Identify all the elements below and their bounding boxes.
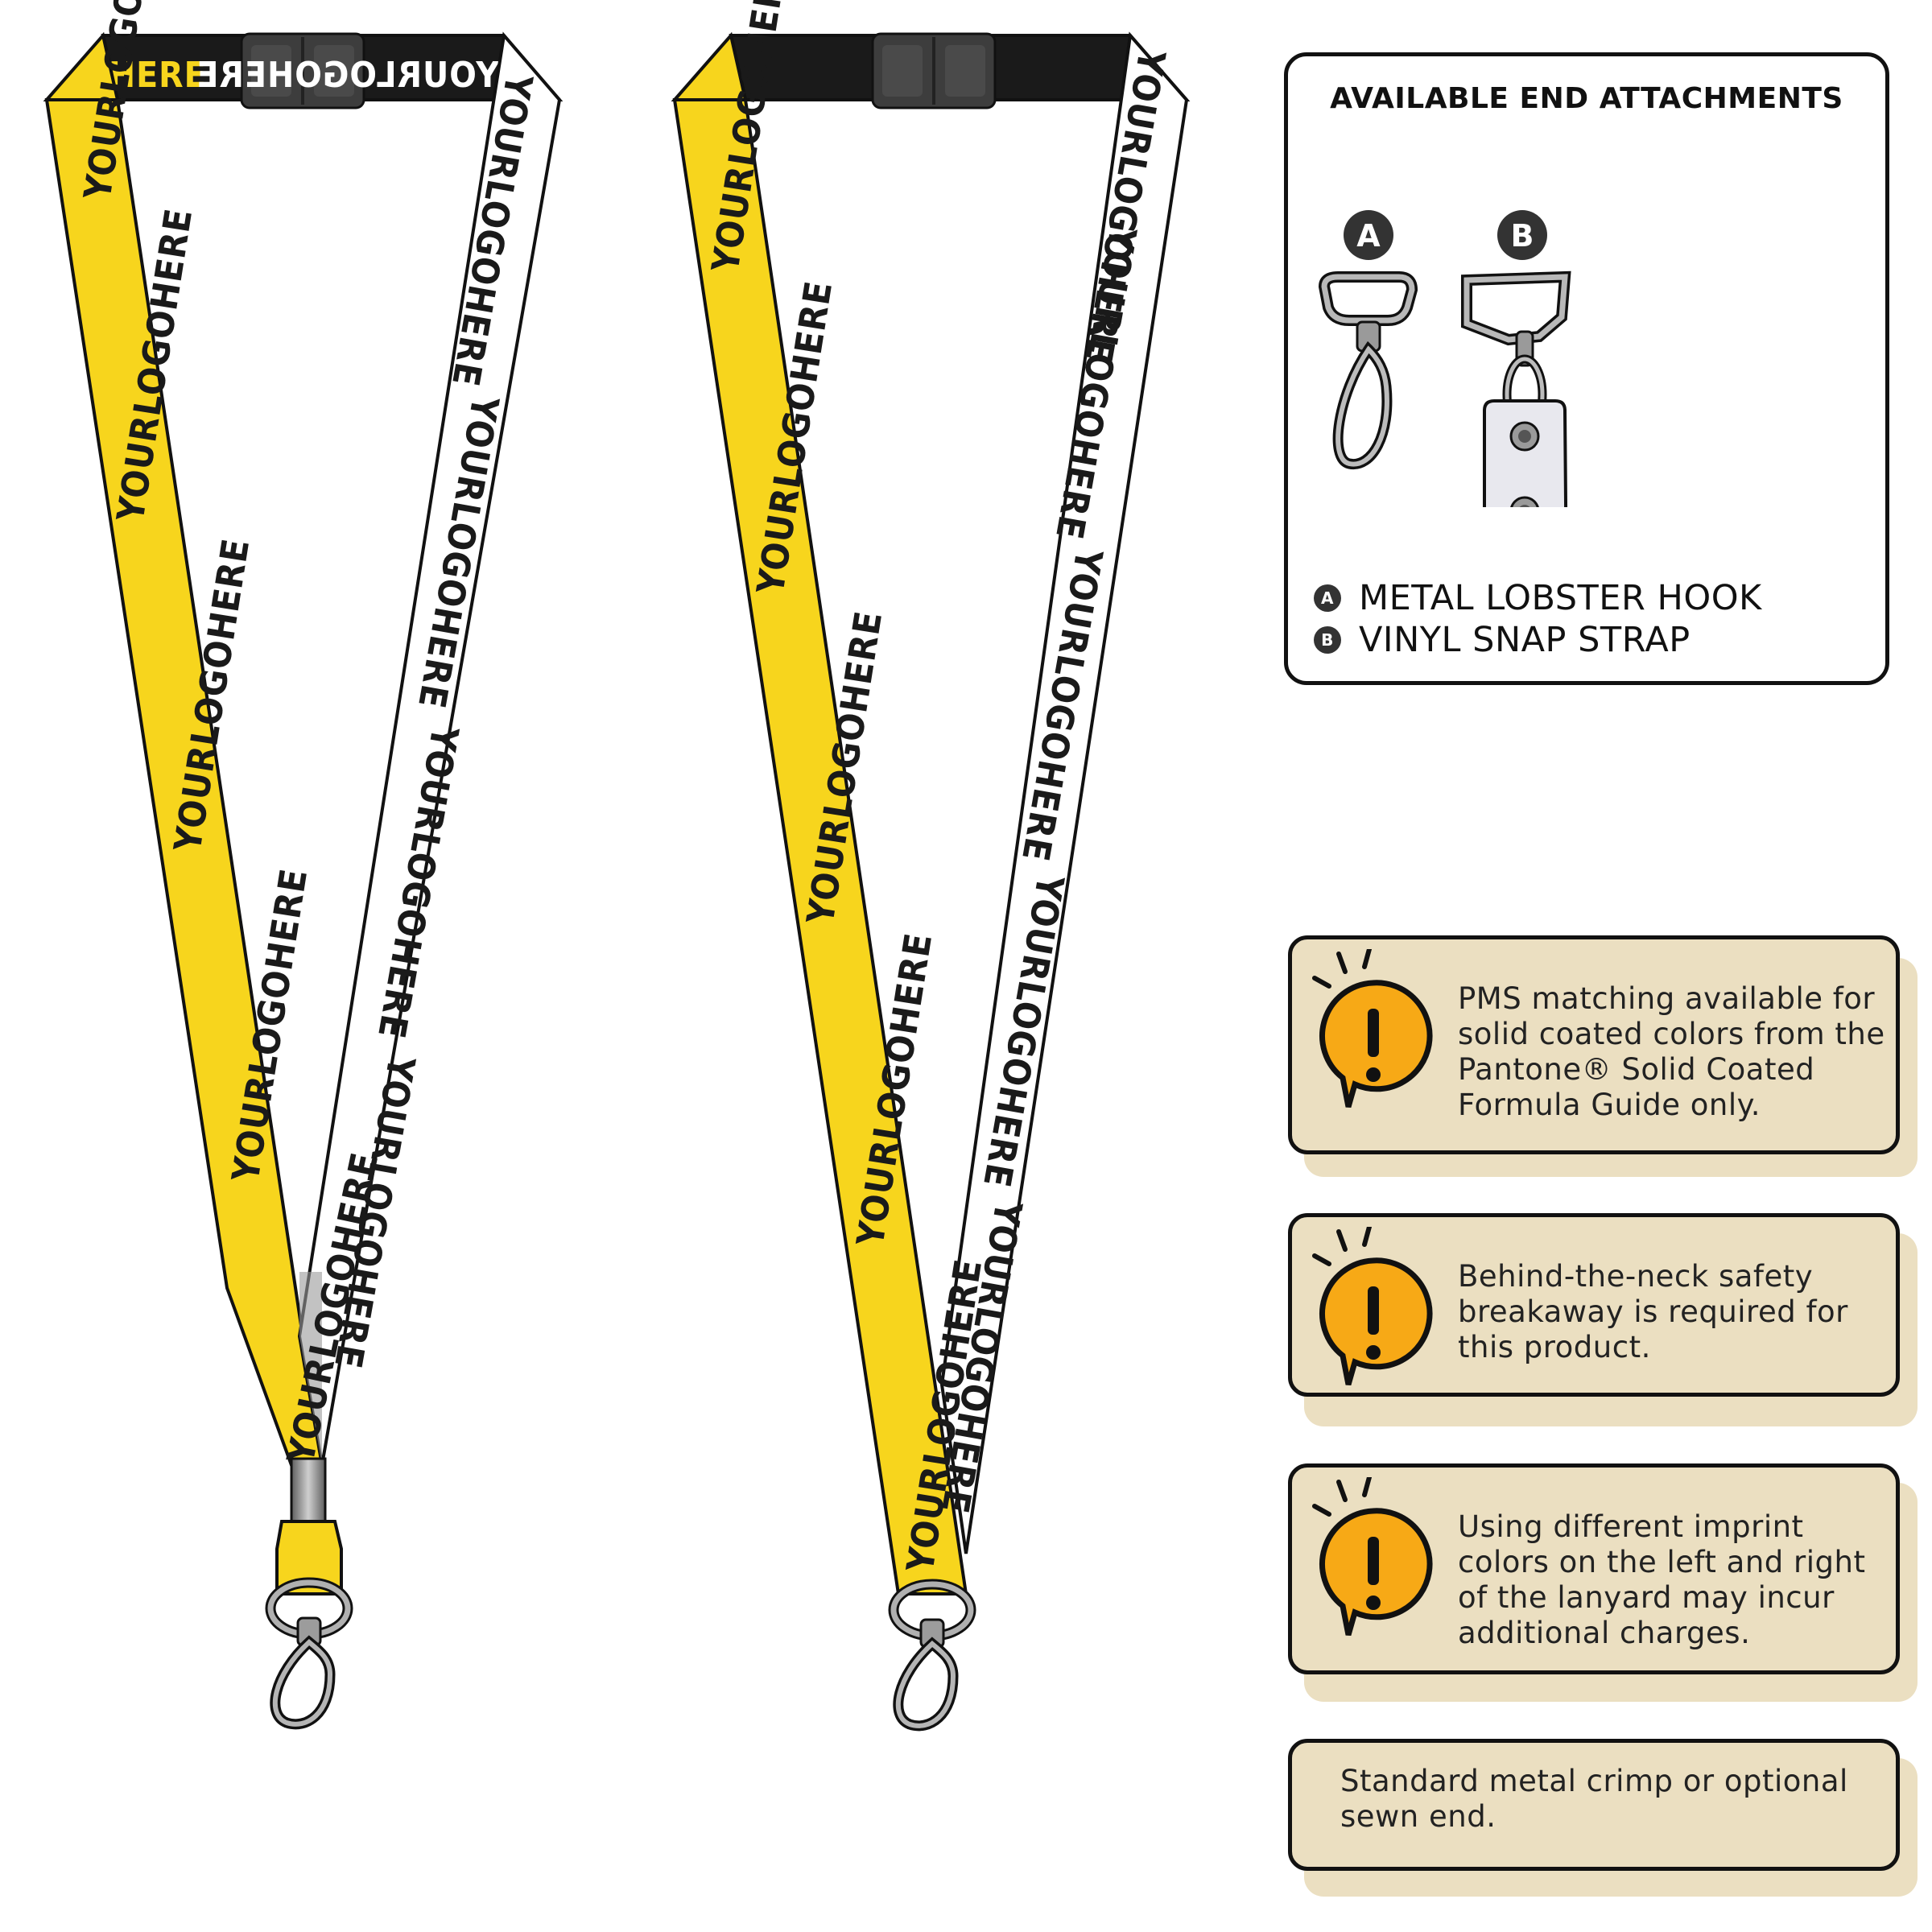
- note-card-pms: PMS matching available for solid coated …: [1288, 935, 1900, 1154]
- note-card-end-options: Standard metal crimp or optional sewn en…: [1288, 1739, 1900, 1871]
- attachment-illustrations: A B: [1318, 210, 1571, 507]
- alert-icon: [1312, 949, 1433, 1108]
- badge-a-letter: A: [1356, 218, 1381, 254]
- note-text: PMS matching available for solid coated …: [1458, 981, 1885, 1122]
- attachments-title: AVAILABLE END ATTACHMENTS: [1330, 82, 1843, 115]
- lobster-hook-icon: [1318, 271, 1418, 469]
- strap-logo: YOURLOGOHERE: [975, 871, 1073, 1191]
- lanyard-illustrations: HERE YOURLOGOHERE YOURLOGOHERE YOUR: [43, 0, 1191, 1732]
- badge-b: [1497, 210, 1547, 260]
- legend-item-b: B VINYL SNAP STRAP: [1314, 620, 1690, 660]
- band-logo-left: HERE: [109, 55, 207, 96]
- lobster-hook-icon: [888, 1579, 976, 1732]
- note-text: Behind-the-neck safety breakaway is requ…: [1458, 1259, 1848, 1364]
- badge-b-letter: B: [1511, 218, 1534, 254]
- metal-crimp: [290, 1457, 327, 1525]
- alert-icon: [1312, 1227, 1433, 1385]
- note-text: Standard metal crimp or optional sewn en…: [1340, 1764, 1848, 1834]
- lanyard-crimp-end: HERE YOURLOGOHERE YOURLOGOHERE YOUR: [43, 0, 564, 1730]
- alert-icon: [1312, 1477, 1433, 1636]
- strap-right-white: [939, 31, 1189, 1554]
- lanyard-sewn-end: YOURLOGOHERE YOURLOGOHERE YOURLOGOHERE Y…: [671, 0, 1191, 1732]
- legend-label-b: VINYL SNAP STRAP: [1359, 620, 1690, 660]
- legend-item-a: A METAL LOBSTER HOOK: [1314, 578, 1762, 618]
- legend-label-a: METAL LOBSTER HOOK: [1359, 578, 1762, 618]
- legend-badge-a: A: [1314, 584, 1341, 612]
- vinyl-snap-strap-icon: [1461, 270, 1571, 507]
- badge-a: [1344, 210, 1393, 260]
- legend-badge-b: B: [1314, 626, 1341, 654]
- note-text: Using different imprint colors on the le…: [1458, 1509, 1866, 1650]
- breakaway-buckle-icon: [240, 32, 365, 109]
- lobster-hook-icon: [265, 1577, 353, 1730]
- breakaway-buckle-icon: [871, 32, 997, 109]
- band-logo-right: YOURLOGOHERE: [196, 55, 500, 96]
- note-card-breakaway: Behind-the-neck safety breakaway is requ…: [1288, 1213, 1900, 1397]
- attachments-panel: AVAILABLE END ATTACHMENTS A B: [1284, 52, 1889, 685]
- note-card-imprint-colors: Using different imprint colors on the le…: [1288, 1463, 1900, 1674]
- strap-logo: YOURLOGOHERE: [1013, 545, 1112, 865]
